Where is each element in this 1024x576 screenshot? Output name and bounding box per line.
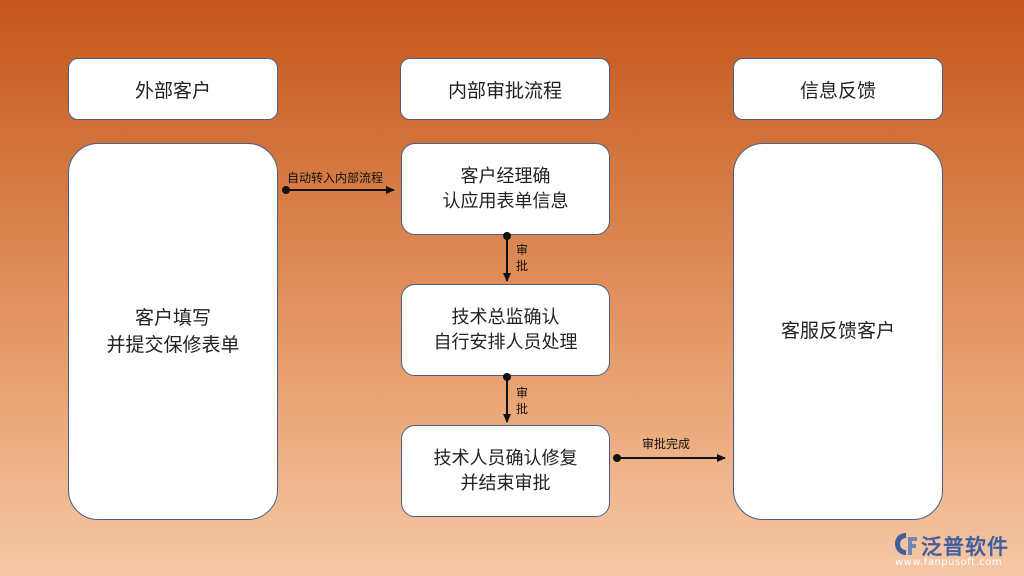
header-external-label: 外部客户 bbox=[134, 79, 211, 102]
customer-panel-line-2: 并提交保修表单 bbox=[106, 333, 240, 356]
fanpu-logo-icon bbox=[895, 533, 917, 555]
header-feedback: 信息反馈 bbox=[733, 58, 943, 120]
label-to-internal: 自动转入内部流程 bbox=[287, 171, 384, 185]
step-director-confirm: 技术总监确认 自行安排人员处理 bbox=[401, 284, 610, 376]
customer-submit-panel: 客户填写 并提交保修表单 bbox=[68, 143, 278, 520]
step-1-line-1: 客户经理确 bbox=[460, 166, 551, 187]
service-feedback-panel: 客服反馈客户 bbox=[733, 143, 943, 520]
arrow-complete bbox=[613, 454, 726, 462]
step-technician-confirm: 技术人员确认修复 并结束审批 bbox=[401, 425, 610, 517]
header-external-customer: 外部客户 bbox=[68, 58, 278, 120]
label-approve-2: 审批 bbox=[515, 386, 528, 416]
step-1-line-2: 认应用表单信息 bbox=[442, 191, 569, 212]
logo-name: 泛普软件 bbox=[921, 535, 1009, 559]
step-3-line-1: 技术人员确认修复 bbox=[433, 448, 578, 469]
header-feedback-label: 信息反馈 bbox=[799, 79, 876, 102]
step-3-line-2: 并结束审批 bbox=[460, 473, 551, 494]
label-complete: 审批完成 bbox=[642, 437, 691, 451]
customer-panel-line-1: 客户填写 bbox=[134, 306, 211, 329]
arrow-to-internal bbox=[282, 186, 395, 194]
step-2-line-1: 技术总监确认 bbox=[451, 307, 560, 328]
logo-url: www.fanpusoft.com bbox=[895, 557, 1003, 568]
label-approve-1: 审批 bbox=[515, 243, 528, 273]
step-2-line-2: 自行安排人员处理 bbox=[433, 332, 578, 353]
service-panel-line-1: 客服反馈客户 bbox=[780, 320, 895, 342]
arrow-approve-2 bbox=[503, 373, 511, 423]
header-internal-process: 内部审批流程 bbox=[400, 58, 610, 120]
arrow-approve-1 bbox=[503, 232, 511, 282]
header-internal-label: 内部审批流程 bbox=[447, 79, 562, 102]
step-manager-confirm: 客户经理确 认应用表单信息 bbox=[401, 143, 610, 235]
fanpu-logo: 泛普软件 www.fanpusoft.com bbox=[893, 531, 1021, 573]
